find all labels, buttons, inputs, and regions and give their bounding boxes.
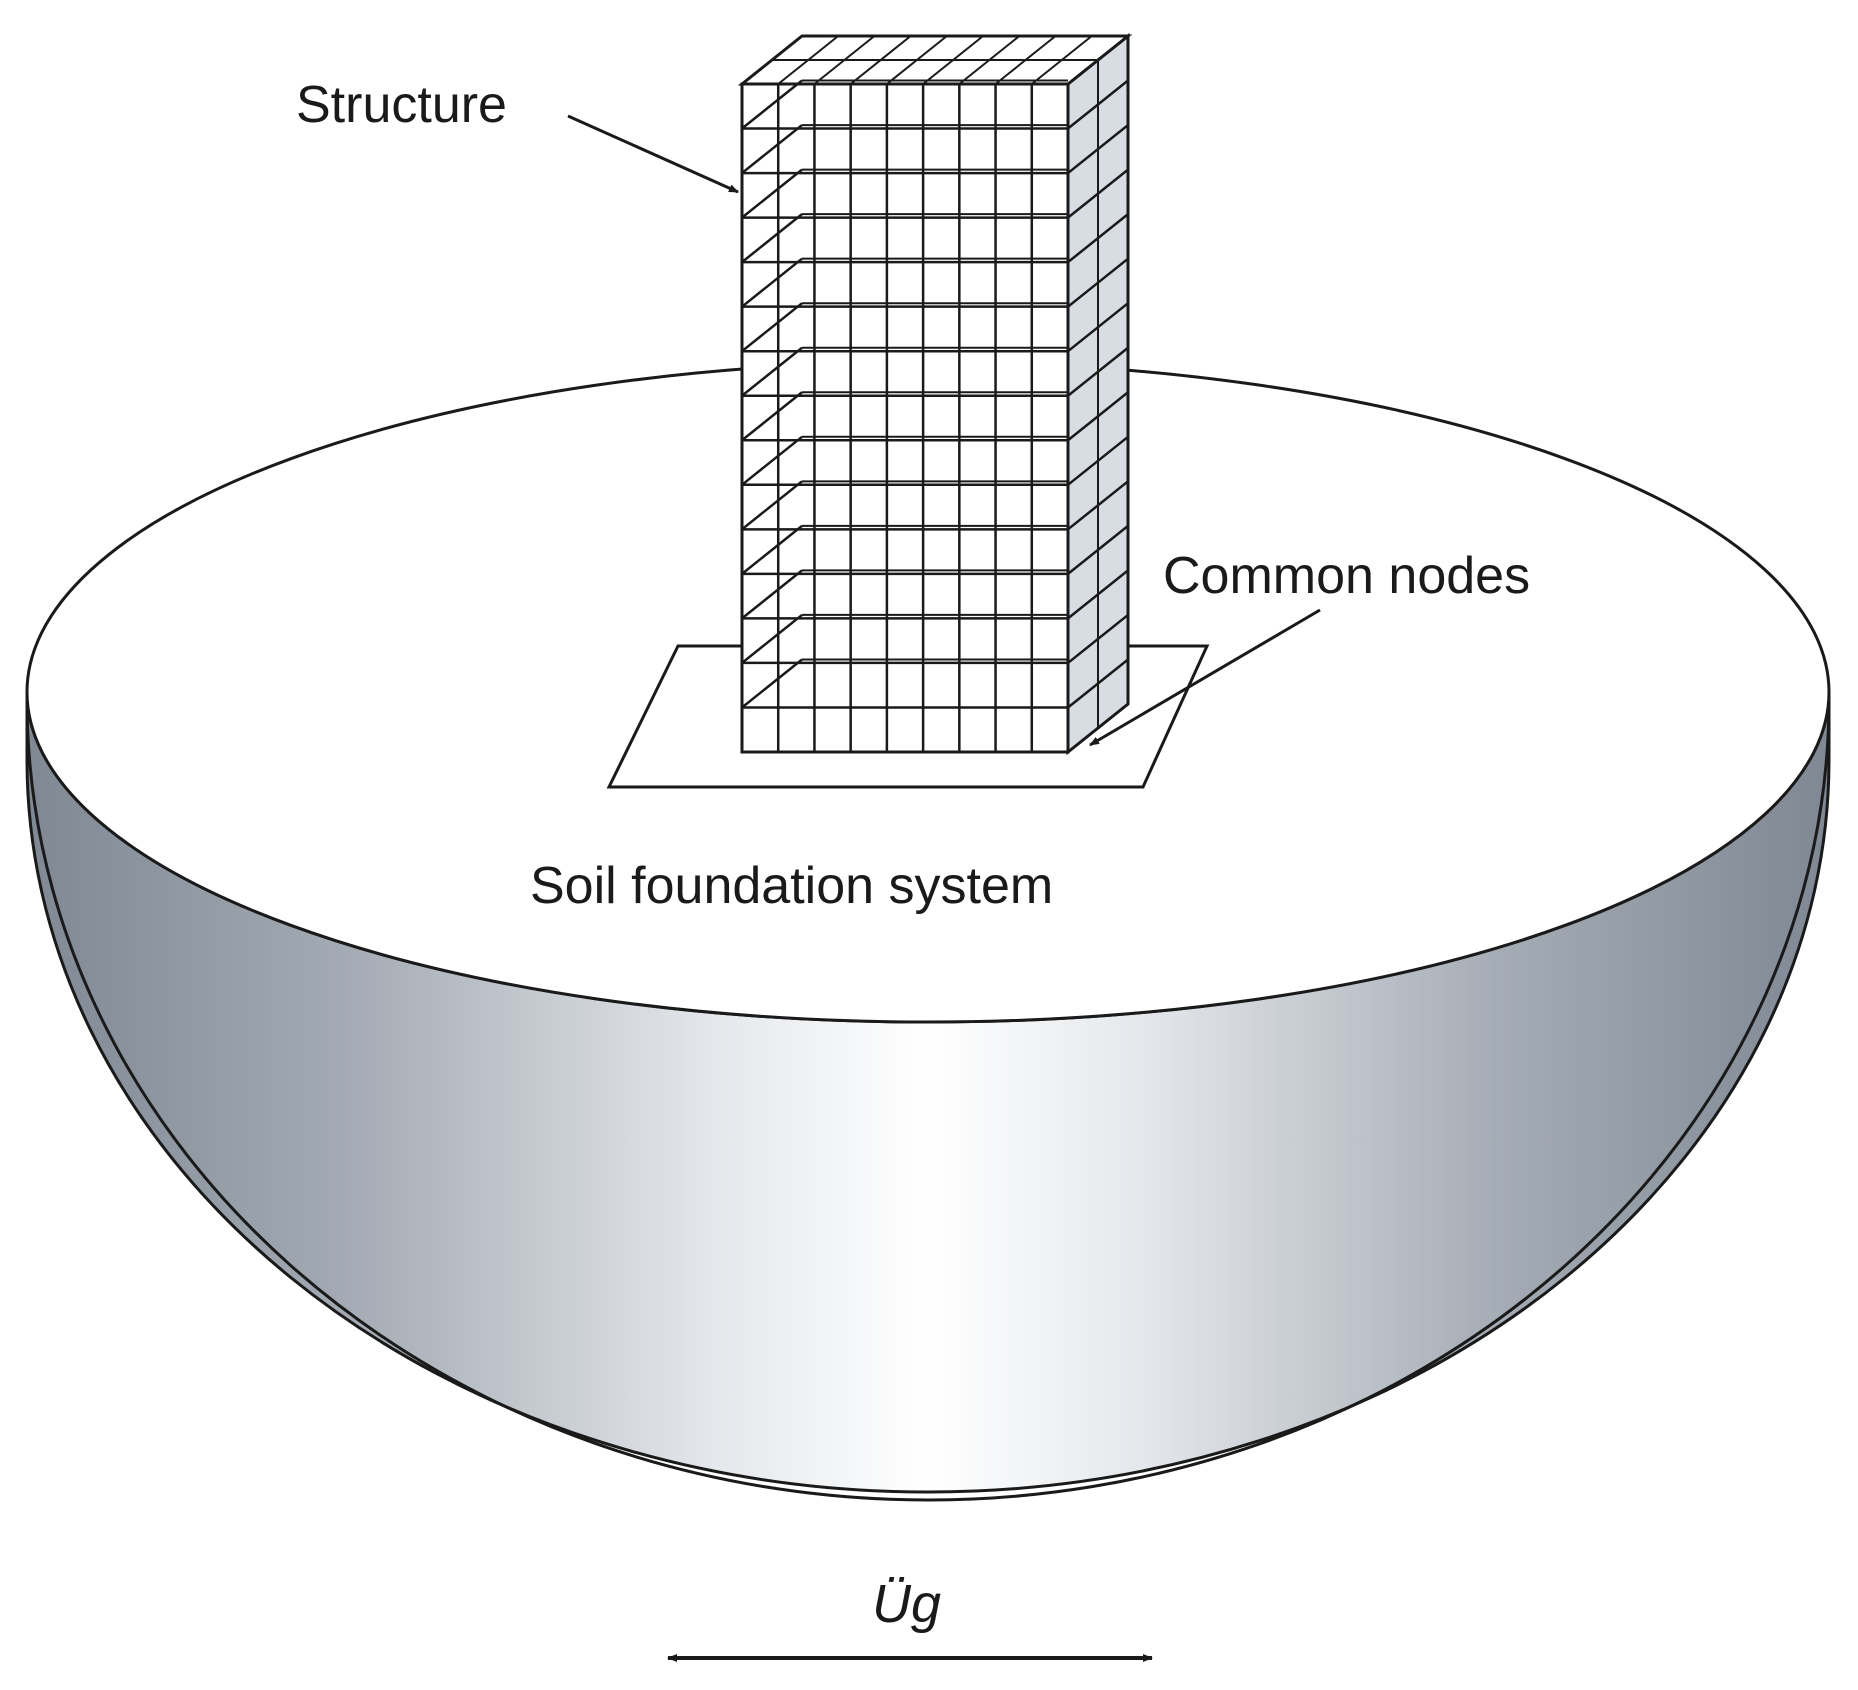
building-slab-diagonal <box>741 658 803 709</box>
building-slab-diagonal <box>741 480 803 531</box>
structure-label: Structure <box>296 76 507 134</box>
soil-system-label: Soil foundation system <box>530 857 1053 915</box>
building-slab-diagonal <box>741 213 803 264</box>
building-slab-diagonal <box>741 391 803 442</box>
ground-motion-label: Üg <box>872 1574 941 1634</box>
building-slab-diagonal <box>741 79 803 130</box>
building-slab-diagonal <box>741 302 803 353</box>
building-structure <box>737 32 1133 756</box>
building-slab-diagonal <box>741 435 803 486</box>
common-nodes-leader-arrow <box>1089 608 1321 747</box>
building-slab-diagonal <box>741 168 803 219</box>
structure-leader-arrow <box>567 114 739 194</box>
soil-bowl-edge <box>25 699 1831 1502</box>
building-front-face <box>740 82 1070 754</box>
building-slab-diagonal <box>741 257 803 308</box>
building-slab-diagonal <box>741 124 803 175</box>
building-slab-diagonal <box>741 346 803 397</box>
common-nodes-label: Common nodes <box>1163 547 1530 605</box>
building-slab-diagonal <box>741 569 803 620</box>
building-slab-diagonal <box>741 613 803 664</box>
building-slab-diagonal <box>741 524 803 575</box>
